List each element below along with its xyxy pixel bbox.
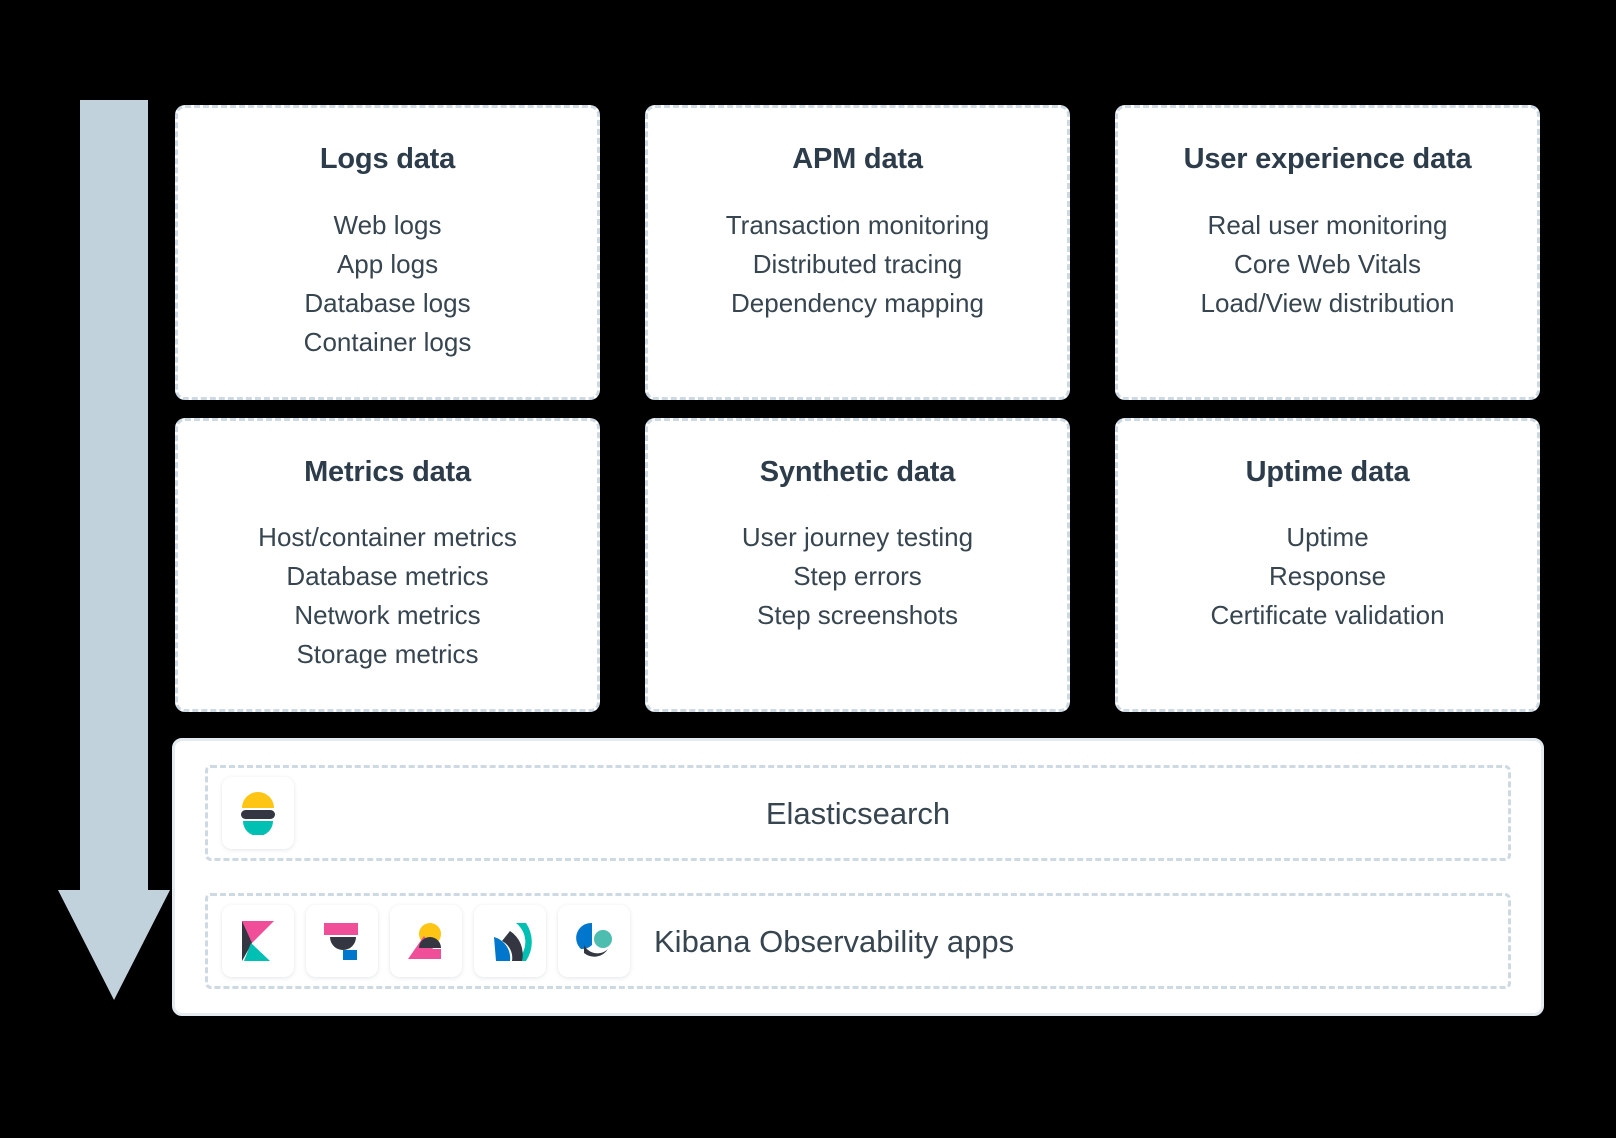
card-title: Logs data <box>319 143 456 175</box>
card-title: Uptime data <box>1245 455 1410 488</box>
card-list-item: App logs <box>336 248 439 279</box>
card-uptime-data: Uptime data Uptime Response Certificate … <box>1115 417 1540 712</box>
kibana-apps-row: Kibana Observability apps <box>205 893 1511 989</box>
card-list-item: Host/container metrics <box>258 522 517 553</box>
card-title: User experience data <box>1183 143 1472 175</box>
card-list-item: Step screenshots <box>757 600 958 631</box>
card-item-list: Uptime Response Certificate validation <box>1210 518 1444 635</box>
metrics-app-logo-icon <box>474 905 546 977</box>
card-list-item: Database logs <box>304 287 471 318</box>
card-list-item: Database metrics <box>286 561 489 592</box>
card-item-list: Web logs App logs Database logs Containe… <box>304 206 472 362</box>
card-list-item: Core Web Vitals <box>1234 248 1421 279</box>
card-list-item: Container logs <box>303 326 472 357</box>
elasticsearch-row: Elasticsearch <box>205 765 1511 861</box>
card-list-item: Real user monitoring <box>1207 209 1448 240</box>
elasticsearch-label: Elasticsearch <box>765 795 951 831</box>
card-list-item: Uptime <box>1286 522 1369 553</box>
kibana-apps-label: Kibana Observability apps <box>654 923 1015 959</box>
card-list-item: Network metrics <box>294 600 481 631</box>
kibana-apps-logo-strip <box>222 905 630 977</box>
card-list-item: Distributed tracing <box>752 248 963 279</box>
card-apm-data: APM data Transaction monitoring Distribu… <box>645 105 1070 400</box>
card-item-list: Real user monitoring Core Web Vitals Loa… <box>1201 206 1455 323</box>
data-source-card-grid: Logs data Web logs App logs Database log… <box>175 105 1540 712</box>
card-list-item: Web logs <box>333 209 442 240</box>
card-item-list: Transaction monitoring Distributed traci… <box>726 206 990 323</box>
elasticsearch-logo-strip <box>222 777 294 849</box>
card-item-list: Host/container metrics Database metrics … <box>258 518 517 674</box>
card-list-item: Storage metrics <box>296 639 479 670</box>
card-list-item: Certificate validation <box>1210 600 1445 631</box>
card-title: APM data <box>792 143 923 175</box>
card-list-item: Dependency mapping <box>731 287 984 318</box>
card-logs-data: Logs data Web logs App logs Database log… <box>175 105 600 400</box>
card-list-item: Transaction monitoring <box>725 209 990 240</box>
uptime-app-logo-icon <box>558 905 630 977</box>
kibana-logo-icon <box>222 905 294 977</box>
logs-app-logo-icon <box>306 905 378 977</box>
card-user-experience-data: User experience data Real user monitorin… <box>1115 105 1540 400</box>
card-title: Metrics data <box>304 455 471 488</box>
card-title: Synthetic data <box>759 455 956 488</box>
apm-app-logo-icon <box>390 905 462 977</box>
card-list-item: User journey testing <box>741 522 974 553</box>
card-synthetic-data: Synthetic data User journey testing Step… <box>645 417 1070 712</box>
elasticsearch-logo-icon <box>222 777 294 849</box>
card-list-item: Load/View distribution <box>1200 287 1455 318</box>
platform-panel: Elasticsearch <box>172 738 1544 1016</box>
card-item-list: User journey testing Step errors Step sc… <box>742 518 973 635</box>
card-list-item: Step errors <box>793 561 922 592</box>
down-arrow-icon <box>58 100 170 1000</box>
card-list-item: Response <box>1268 561 1387 592</box>
card-metrics-data: Metrics data Host/container metrics Data… <box>175 417 600 712</box>
